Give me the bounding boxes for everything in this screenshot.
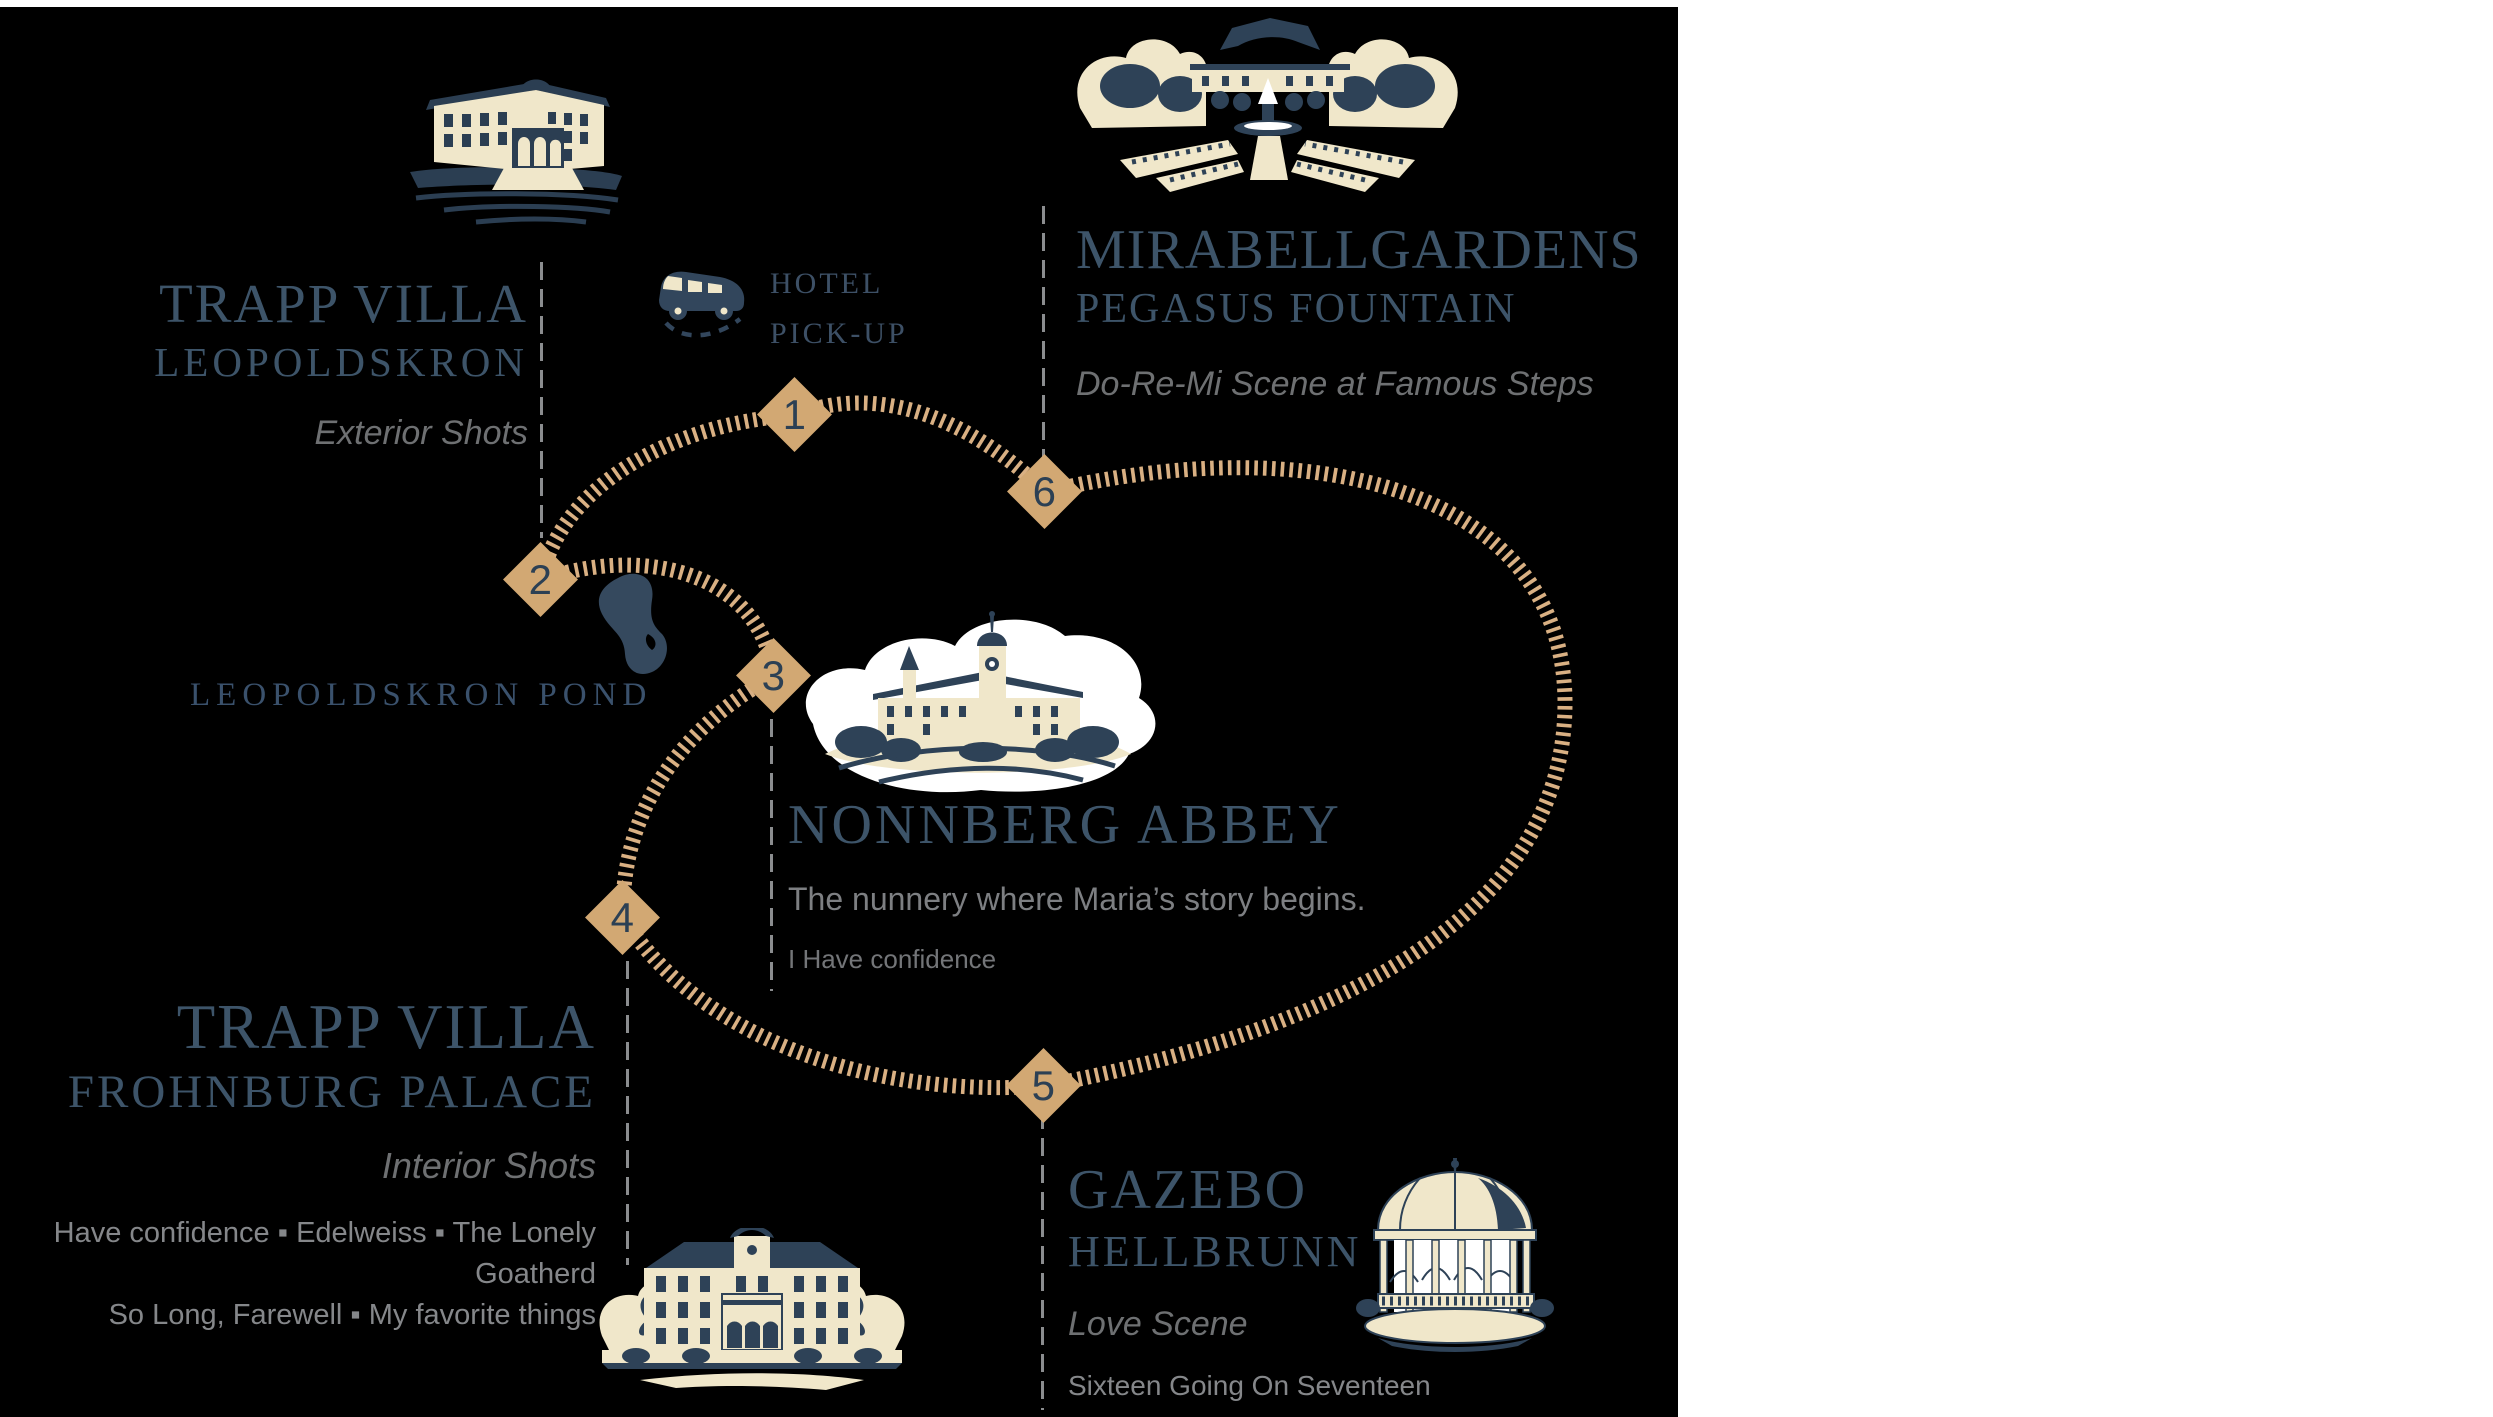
leopoldskron-title: TRAPP VILLA bbox=[159, 273, 528, 334]
connector-mirabellgardens bbox=[1042, 206, 1045, 458]
frohnburg-note: Interior Shots bbox=[381, 1145, 596, 1186]
nonnberg-song: I Have confidence bbox=[788, 944, 997, 974]
van-trail bbox=[664, 317, 742, 338]
hotel-pickup-line2: PICK-UP bbox=[770, 317, 908, 350]
gazebo-label-block: GAZEBO HELLBRUNN Love Scene Sixteen Goin… bbox=[1068, 1159, 1431, 1402]
connector-nonnberg bbox=[770, 719, 773, 991]
mirabellgardens-illustration bbox=[1077, 18, 1458, 192]
nonnberg-abbey-illustration bbox=[805, 611, 1156, 793]
nonnberg-description: The nunnery where Maria’s story begins. bbox=[788, 881, 1366, 917]
gazebo-note: Love Scene bbox=[1068, 1305, 1248, 1343]
tour-route-path bbox=[533, 395, 1573, 1096]
gazebo-subtitle: HELLBRUNN bbox=[1068, 1227, 1362, 1276]
leopoldskron-pond-shape bbox=[598, 573, 667, 674]
mirabellgardens-subtitle: PEGASUS FOUNTAIN bbox=[1076, 286, 1517, 332]
route-segment-2-1 bbox=[533, 407, 796, 582]
hotel-pickup-line1: HOTEL bbox=[770, 267, 884, 300]
connector-gazebo bbox=[1041, 1111, 1044, 1410]
connector-frohnburg bbox=[626, 961, 629, 1265]
leopoldskron-label-block: TRAPP VILLA LEOPOLDSKRON Exterior Shots bbox=[40, 273, 528, 453]
route-segment-5-4 bbox=[616, 913, 1045, 1096]
nonnberg-label-block: NONNBERG ABBEY The nunnery where Maria’s… bbox=[788, 793, 1365, 975]
leopoldskron-subtitle: LEOPOLDSKRON bbox=[154, 339, 528, 385]
leopoldskron-villa-illustration bbox=[410, 79, 622, 225]
mirabellgardens-note: Do-Re-Mi Scene at Famous Steps bbox=[1076, 365, 1594, 403]
mirabellgardens-title: MIRABELLGARDENS bbox=[1076, 219, 1642, 281]
gazebo-song: Sixteen Going On Seventeen bbox=[1068, 1370, 1431, 1401]
leopoldskron-note: Exterior Shots bbox=[314, 414, 528, 452]
frohnburg-songs-line2: So Long, Farewell ▪ My favorite things bbox=[108, 1299, 596, 1331]
frohnburg-songs: Have confidence ▪ Edelweiss ▪ The Lonely… bbox=[40, 1213, 596, 1336]
connector-leopoldskron bbox=[540, 262, 543, 538]
frohnburg-label-block: TRAPP VILLA FROHNBURG PALACE Interior Sh… bbox=[40, 993, 596, 1336]
gazebo-illustration bbox=[1356, 1158, 1554, 1352]
mirabellgardens-label-block: MIRABELLGARDENS PEGASUS FOUNTAIN Do-Re-M… bbox=[1076, 219, 1642, 404]
nonnberg-title: NONNBERG ABBEY bbox=[788, 794, 1342, 856]
tour-map-canvas: TRAPP VILLA LEOPOLDSKRON Exterior Shots … bbox=[0, 7, 1678, 1417]
gazebo-title: GAZEBO bbox=[1068, 1159, 1308, 1221]
leopoldskron-pond-label: LEOPOLDSKRON POND bbox=[190, 677, 653, 713]
frohnburg-songs-line1: Have confidence ▪ Edelweiss ▪ The Lonely… bbox=[53, 1217, 596, 1290]
route-segment-1-6 bbox=[792, 395, 1051, 498]
route-segment-6-5 bbox=[1042, 460, 1573, 1094]
frohnburg-title: TRAPP VILLA bbox=[176, 992, 596, 1062]
frohnburg-palace-illustration bbox=[599, 1228, 905, 1390]
hotel-pickup-label-block: HOTEL PICK-UP bbox=[770, 259, 908, 359]
van-icon bbox=[659, 271, 745, 338]
route-segment-2-3 bbox=[538, 557, 782, 678]
frohnburg-subtitle: FROHNBURG PALACE bbox=[67, 1066, 596, 1118]
